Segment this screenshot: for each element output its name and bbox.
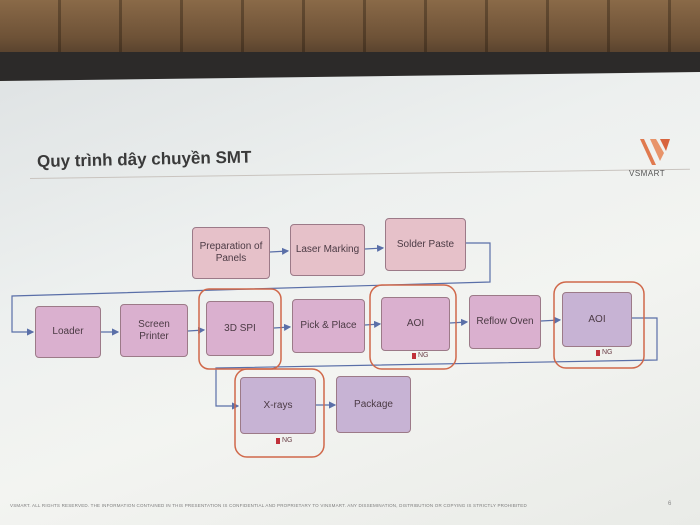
step-laser-marking: Laser Marking [290, 224, 365, 276]
highlight-aoi-2 [553, 281, 645, 369]
arrow-reflow-to-aoi [540, 316, 562, 324]
ng-label: NG [602, 349, 613, 356]
step-pick-place: Pick & Place [292, 299, 365, 353]
slide-footer: VSMART. ALL RIGHTS RESERVED. THE INFORMA… [10, 503, 527, 508]
ng-marker-aoi-2: NG [596, 349, 613, 356]
ng-flag-icon [596, 349, 600, 356]
step-aoi-2: AOI [562, 292, 632, 347]
step-preparation: Preparation of Panels [192, 227, 270, 279]
highlight-aoi-1 [369, 284, 457, 370]
arrow-prep-to-laser [269, 247, 290, 255]
arrow-pick-to-aoi [364, 320, 382, 328]
ng-flag-icon [412, 352, 416, 359]
ng-flag-icon [276, 437, 280, 444]
wall-background [0, 0, 700, 62]
vsmart-logo-icon [640, 139, 670, 165]
arrow-aoi-to-xrays [215, 317, 658, 410]
step-3d-spi: 3D SPI [206, 301, 274, 356]
step-screen-printer: Screen Printer [120, 304, 188, 357]
logo-wordmark: VSMART [629, 169, 666, 178]
arrow-laser-to-solder [364, 244, 385, 252]
step-solder-paste: Solder Paste [385, 218, 466, 271]
arrow-spi-to-pick [273, 323, 292, 331]
ng-label: NG [418, 352, 429, 359]
step-aoi-1: AOI [381, 297, 450, 351]
arrow-printer-to-spi [187, 326, 206, 334]
step-xrays: X-rays [240, 377, 316, 434]
highlight-3d-spi [198, 288, 282, 370]
page-number: 6 [668, 501, 672, 507]
step-reflow-oven: Reflow Oven [469, 295, 541, 349]
step-package: Package [336, 376, 411, 433]
step-loader: Loader [35, 306, 101, 358]
highlight-xrays [234, 368, 325, 458]
ng-marker-aoi-1: NG [412, 352, 429, 359]
ng-label: NG [282, 437, 293, 444]
arrow-aoi-to-reflow [449, 318, 469, 326]
ng-marker-xrays: NG [276, 437, 293, 444]
